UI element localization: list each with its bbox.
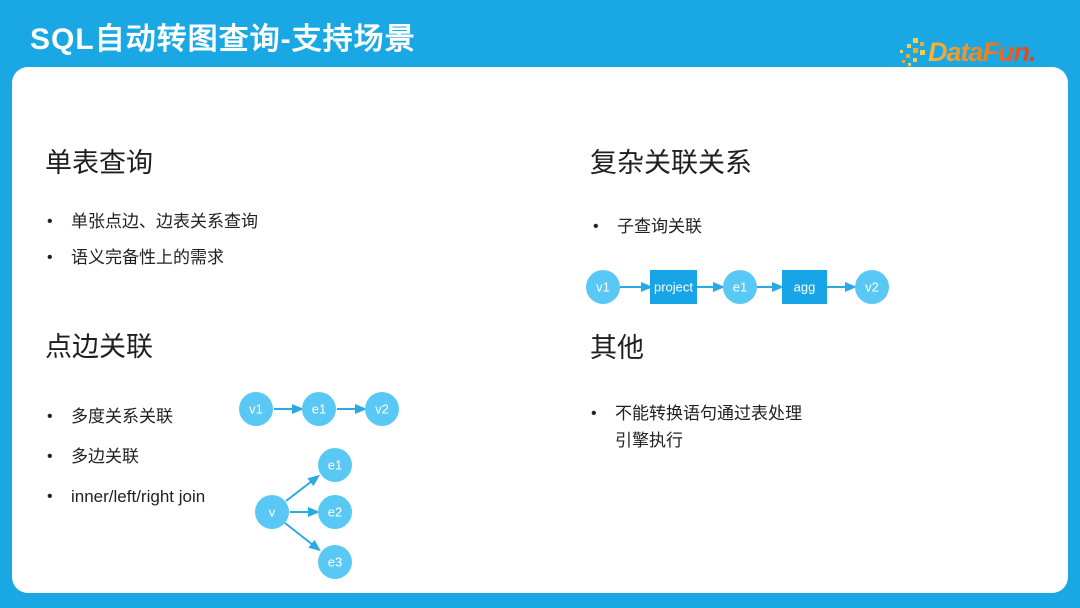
section-heading-single-table: 单表查询	[45, 148, 153, 178]
node-rect-project	[650, 270, 697, 304]
node-circle-e3	[318, 545, 352, 579]
node-label: v1	[249, 402, 263, 417]
single-table-bullets: 单张点边、边表关系查询 语义完备性上的需求	[47, 204, 258, 276]
node-label: v1	[596, 280, 610, 295]
complex-relation-bullets: 子查询关联	[593, 209, 702, 245]
bullet-item: inner/left/right join	[47, 477, 205, 517]
node-circle-v1	[239, 392, 273, 426]
node-label: e1	[312, 402, 326, 417]
node-circle-e1	[302, 392, 336, 426]
node-circle-v2	[365, 392, 399, 426]
bullet-item: 不能转换语句通过表处理引擎执行	[591, 400, 803, 454]
vertex-edge-bullets: 多度关系关联 多边关联 inner/left/right join	[47, 397, 205, 517]
content-card: 单表查询 单张点边、边表关系查询 语义完备性上的需求 点边关联 多度关系关联 多…	[12, 67, 1068, 593]
node-label: e2	[328, 505, 342, 520]
edge-arrow	[284, 522, 321, 552]
node-label: project	[654, 280, 693, 295]
logo-text: DataFun.	[928, 36, 1037, 67]
node-circle-e2	[318, 495, 352, 529]
node-circle-e1	[723, 270, 757, 304]
node-label: v	[269, 505, 276, 520]
bullet-item: 单张点边、边表关系查询	[47, 204, 258, 240]
logo-dots-icon	[900, 38, 925, 66]
section-heading-other: 其他	[590, 333, 644, 363]
node-label: agg	[794, 280, 816, 295]
node-label: e1	[328, 458, 342, 473]
section-heading-complex-relation: 复杂关联关系	[590, 148, 752, 178]
multi-hop-chain-diagram: v1 e1 v2	[239, 392, 399, 426]
slide-header: SQL自动转图查询-支持场景 DataFun.	[0, 0, 1080, 67]
edge-arrow	[285, 474, 320, 502]
bullet-item: 子查询关联	[593, 209, 702, 245]
node-label: e1	[733, 280, 747, 295]
other-bullets: 不能转换语句通过表处理引擎执行	[591, 400, 803, 454]
node-label: v2	[865, 280, 879, 295]
node-circle-v	[255, 495, 289, 529]
node-circle-v2	[855, 270, 889, 304]
bullet-item: 多度关系关联	[47, 397, 205, 437]
multi-edge-fan-diagram: v e1 e2 e3	[255, 448, 352, 579]
datafun-logo: DataFun.	[898, 36, 1037, 68]
node-label: v2	[375, 402, 389, 417]
bullet-item: 多边关联	[47, 437, 205, 477]
subquery-pipeline-diagram: v1 project e1 agg v2	[586, 270, 889, 304]
node-circle-v1	[586, 270, 620, 304]
node-rect-agg	[782, 270, 827, 304]
section-heading-vertex-edge: 点边关联	[45, 332, 153, 362]
node-label: e3	[328, 555, 342, 570]
slide-title: SQL自动转图查询-支持场景	[30, 23, 416, 56]
bullet-item: 语义完备性上的需求	[47, 240, 258, 276]
node-circle-e1	[318, 448, 352, 482]
